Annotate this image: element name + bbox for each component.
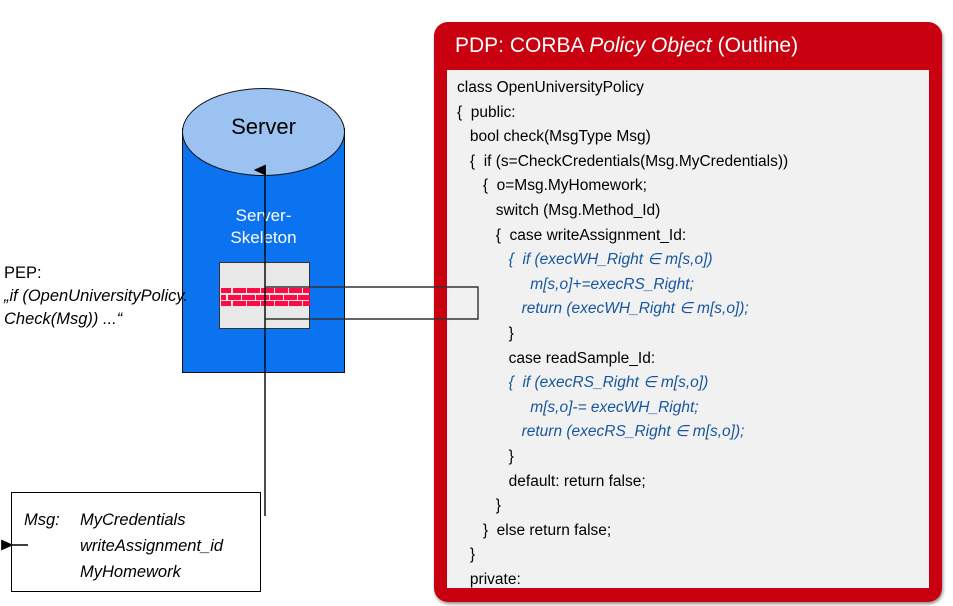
- msg-box-content: Msg: MyCredentials writeAssignment_id MyH…: [24, 507, 223, 585]
- msg-field-object: MyHomework: [80, 563, 181, 581]
- code-line: } else return false;: [457, 521, 612, 539]
- code-line: }: [457, 324, 514, 342]
- code-line: { case writeAssignment_Id:: [457, 226, 687, 244]
- code-line: default: return false;: [457, 472, 646, 490]
- server-skeleton-line-1: Server-: [235, 206, 292, 225]
- policy-code-listing: class OpenUniversityPolicy { public: bool…: [447, 70, 929, 588]
- brick-row: [221, 288, 310, 293]
- firewall-brick-icon: [221, 288, 310, 306]
- msg-row: Msg: MyCredentials: [24, 507, 223, 533]
- code-line: m[s,o]-= execWH_Right;: [457, 398, 699, 416]
- code-line: { public:: [457, 103, 516, 121]
- pep-title: PEP:: [4, 264, 42, 282]
- msg-field-credentials: MyCredentials: [80, 511, 186, 529]
- pdp-panel: PDP: CORBA Policy Object (Outline) class…: [434, 22, 942, 602]
- pdp-title-italic: Policy Object: [589, 34, 712, 57]
- server-skeleton-label: Server- Skeleton: [182, 205, 345, 249]
- server-title: Server: [231, 114, 296, 139]
- code-line: bool check(MsgType Msg): [457, 128, 651, 146]
- pdp-panel-title: PDP: CORBA Policy Object (Outline): [455, 34, 798, 58]
- code-line: { if (s=CheckCredentials(Msg.MyCredentia…: [457, 152, 789, 170]
- msg-box: Msg: MyCredentials writeAssignment_id MyH…: [11, 492, 261, 592]
- pep-code-line-1: „if (OpenUniversityPolicy.: [4, 287, 188, 305]
- brick-row: [221, 294, 310, 300]
- code-line: private:: [457, 570, 521, 588]
- code-line: return (execWH_Right ∈ m[s,o]);: [457, 300, 749, 318]
- pdp-title-suffix: (Outline): [711, 34, 799, 57]
- msg-field-method: writeAssignment_id: [80, 537, 224, 555]
- code-line: }: [457, 447, 514, 465]
- code-line: case readSample_Id:: [457, 349, 656, 367]
- code-line: { if (execRS_Right ∈ m[s,o]): [457, 374, 709, 392]
- pep-label: PEP: „if (OpenUniversityPolicy. Check(Ms…: [4, 262, 214, 331]
- code-line: return (execRS_Right ∈ m[s,o]);: [457, 423, 745, 441]
- code-line: { o=Msg.MyHomework;: [457, 177, 647, 195]
- server-skeleton-line-2: Skeleton: [230, 228, 297, 247]
- code-line: { if (execWH_Right ∈ m[s,o]): [457, 251, 713, 269]
- pep-code-line-2: Check(Msg)) ...“: [4, 310, 123, 328]
- msg-label: Msg:: [24, 511, 60, 529]
- code-line: class OpenUniversityPolicy: [457, 79, 644, 96]
- pdp-title-prefix: PDP: CORBA: [455, 34, 590, 57]
- code-line: }: [457, 546, 476, 564]
- server-top-ellipse: [182, 88, 345, 176]
- brick-row: [221, 301, 310, 306]
- code-line: }: [457, 497, 501, 515]
- code-line: m[s,o]+=execRS_Right;: [457, 275, 694, 293]
- code-line: switch (Msg.Method_Id): [457, 201, 661, 219]
- msg-row: writeAssignment_id: [24, 533, 223, 559]
- policy-enforcement-box: [219, 262, 310, 329]
- msg-row: MyHomework: [24, 559, 223, 585]
